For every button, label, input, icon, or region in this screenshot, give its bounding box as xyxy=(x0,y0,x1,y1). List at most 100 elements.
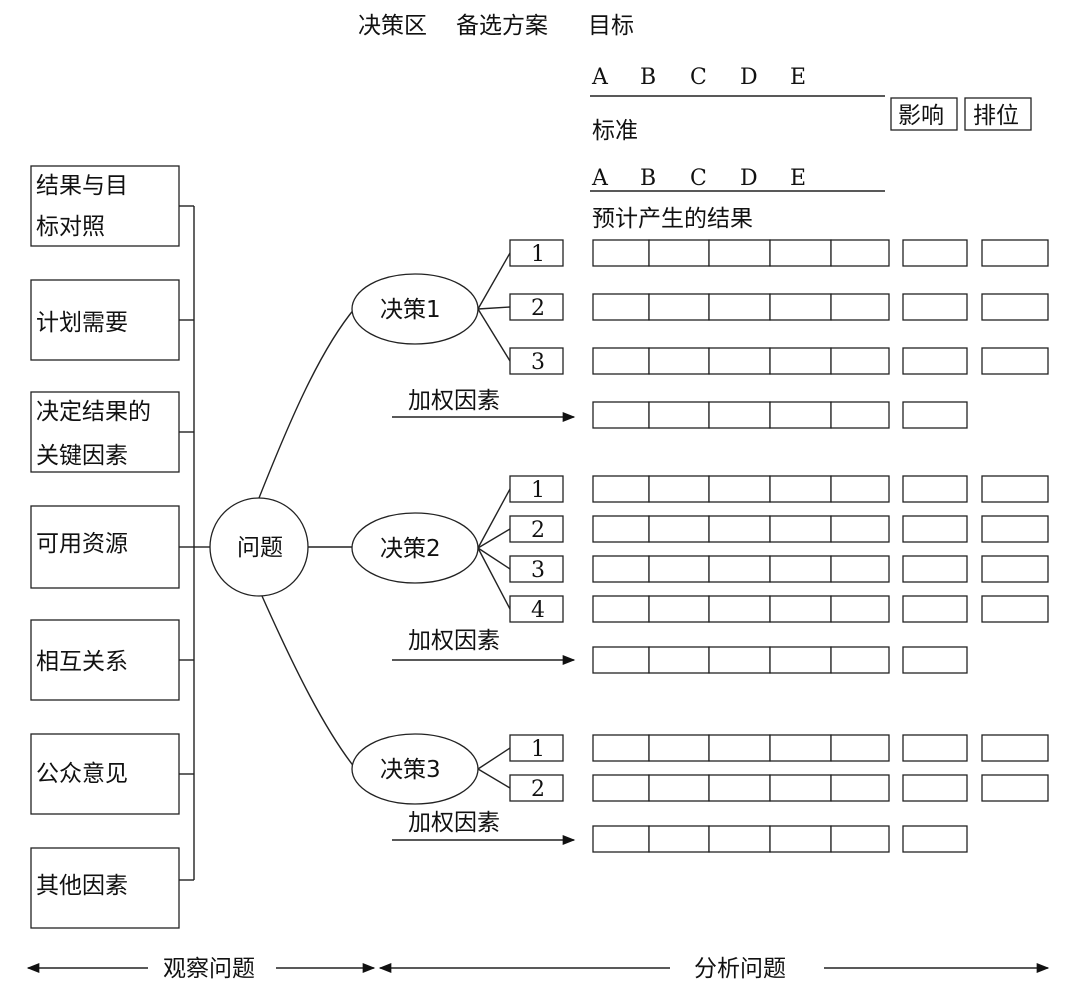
grid-cell-d xyxy=(769,347,832,375)
grid-cell-b xyxy=(648,239,710,267)
grid-cell-ranking xyxy=(981,734,1049,762)
header-decision-zone: 决策区 xyxy=(358,13,427,39)
factor-5-line-1: 相互关系 xyxy=(36,649,128,675)
letter-mid-b: B xyxy=(640,166,656,191)
grid-cell-e xyxy=(830,774,890,802)
decision-1-label: 决策1 xyxy=(380,297,441,323)
problem-label: 问题 xyxy=(237,535,283,561)
analyze-label: 分析问题 xyxy=(694,956,786,982)
decision-2-option-1 xyxy=(509,475,564,503)
grid-cell-impact xyxy=(902,555,968,583)
decision-3-option-1 xyxy=(509,734,564,762)
decision-3-option-2 xyxy=(509,774,564,802)
decision-2-option-2 xyxy=(509,515,564,543)
letter-top-d: D xyxy=(740,65,758,90)
grid-cell-ranking xyxy=(981,475,1049,503)
grid-cell-e xyxy=(830,555,890,583)
factor-list: 结果与目 标对照 计划需要 决定结果的 关键因素 可用资源 相互关系 公众意见 … xyxy=(30,165,180,929)
grid-cell-d xyxy=(769,774,832,802)
grid-cell-b xyxy=(648,646,710,674)
grid-cell-ranking xyxy=(981,293,1049,321)
grid-row-d2-o1 xyxy=(592,475,1049,503)
grid-cell-b xyxy=(648,401,710,429)
factor-resources: 可用资源 xyxy=(30,505,180,589)
weighting-arrows: 加权因素 加权因素 加权因素 xyxy=(392,388,576,846)
header-goal: 目标 xyxy=(588,13,634,39)
grid-cell-b xyxy=(648,347,710,375)
letter-mid-e: E xyxy=(790,166,806,191)
decision-2-option-3-label: 3 xyxy=(531,558,545,583)
decision-1-option-3 xyxy=(509,347,564,375)
decision-2-option-4-label: 4 xyxy=(531,598,545,623)
decision-1-option-1-label: 1 xyxy=(531,242,545,267)
grid-cell-ranking xyxy=(981,555,1049,583)
grid-cell-impact xyxy=(902,734,968,762)
grid-cell-c xyxy=(708,734,771,762)
grid-cell-c xyxy=(708,595,771,623)
grid-row-d1-o2 xyxy=(592,293,1049,321)
grid-cell-e xyxy=(830,475,890,503)
grid-cell-c xyxy=(708,293,771,321)
decision-2-option-2-label: 2 xyxy=(531,518,545,543)
decision-3: 决策3 xyxy=(351,733,479,805)
grid-cell-impact xyxy=(902,239,968,267)
factor-results-vs-goals: 结果与目 标对照 xyxy=(30,165,180,247)
grid-row-d2-o3 xyxy=(592,555,1049,583)
grid-cell-a xyxy=(592,293,650,321)
grid-cell-d xyxy=(769,825,832,853)
letter-top-c: C xyxy=(690,65,707,90)
grid-cell-a xyxy=(592,475,650,503)
grid-row-d2-o4 xyxy=(592,595,1049,623)
decision-1-option-1 xyxy=(509,239,564,267)
grid-cell-d xyxy=(769,401,832,429)
grid-cell-d xyxy=(769,595,832,623)
grid-cell-c xyxy=(708,825,771,853)
grid-cell-e xyxy=(830,825,890,853)
grid-cell-b xyxy=(648,595,710,623)
grid-cell-impact xyxy=(902,646,968,674)
factor-1-line-2: 标对照 xyxy=(36,214,105,240)
factor-interrelation: 相互关系 xyxy=(30,619,180,701)
factor-7-line-1: 其他因素 xyxy=(36,873,128,899)
ranking-label: 排位 xyxy=(973,103,1019,129)
header-alternatives: 备选方案 xyxy=(456,13,548,39)
grid-cell-c xyxy=(708,475,771,503)
decision-2-label: 决策2 xyxy=(380,536,441,562)
grid-cell-e xyxy=(830,401,890,429)
grid-cell-c xyxy=(708,555,771,583)
expected-results-label: 预计产生的结果 xyxy=(592,206,753,232)
grid-cell-impact xyxy=(902,595,968,623)
grid-cell-e xyxy=(830,646,890,674)
observe-label: 观察问题 xyxy=(163,956,255,982)
decision-2-option-4 xyxy=(509,595,564,623)
grid-row-d1-o3 xyxy=(592,347,1049,375)
grid-row-d2-weight xyxy=(592,646,968,674)
grid-cell-a xyxy=(592,774,650,802)
grid-cell-a xyxy=(592,555,650,583)
grid-cell-ranking xyxy=(981,515,1049,543)
decision-2: 决策2 xyxy=(351,512,479,584)
grid-cell-a xyxy=(592,825,650,853)
letters-mid-row: A B C D E xyxy=(591,166,806,191)
grid-row-d3-o2 xyxy=(592,774,1049,802)
grid-cell-d xyxy=(769,475,832,503)
grid-cell-c xyxy=(708,774,771,802)
factor-3-line-2: 关键因素 xyxy=(36,443,128,469)
weighting-label-1: 加权因素 xyxy=(408,388,500,414)
grid-cell-b xyxy=(648,293,710,321)
decision-3-option-2-label: 2 xyxy=(531,777,545,802)
factor-3-line-1: 决定结果的 xyxy=(36,399,151,425)
factor-key-drivers: 决定结果的 关键因素 xyxy=(30,391,180,473)
standard-label: 标准 xyxy=(592,118,638,144)
grid-cell-impact xyxy=(902,475,968,503)
grid-cell-e xyxy=(830,734,890,762)
grid-cell-b xyxy=(648,734,710,762)
grid-cell-c xyxy=(708,515,771,543)
grid-cell-b xyxy=(648,515,710,543)
factor-1-line-1: 结果与目 xyxy=(36,173,128,199)
decision-2-option-1-label: 1 xyxy=(531,478,545,503)
letter-mid-c: C xyxy=(690,166,707,191)
grid-cell-d xyxy=(769,515,832,543)
letters-top-row: A B C D E xyxy=(591,65,806,90)
grid-cell-impact xyxy=(902,293,968,321)
